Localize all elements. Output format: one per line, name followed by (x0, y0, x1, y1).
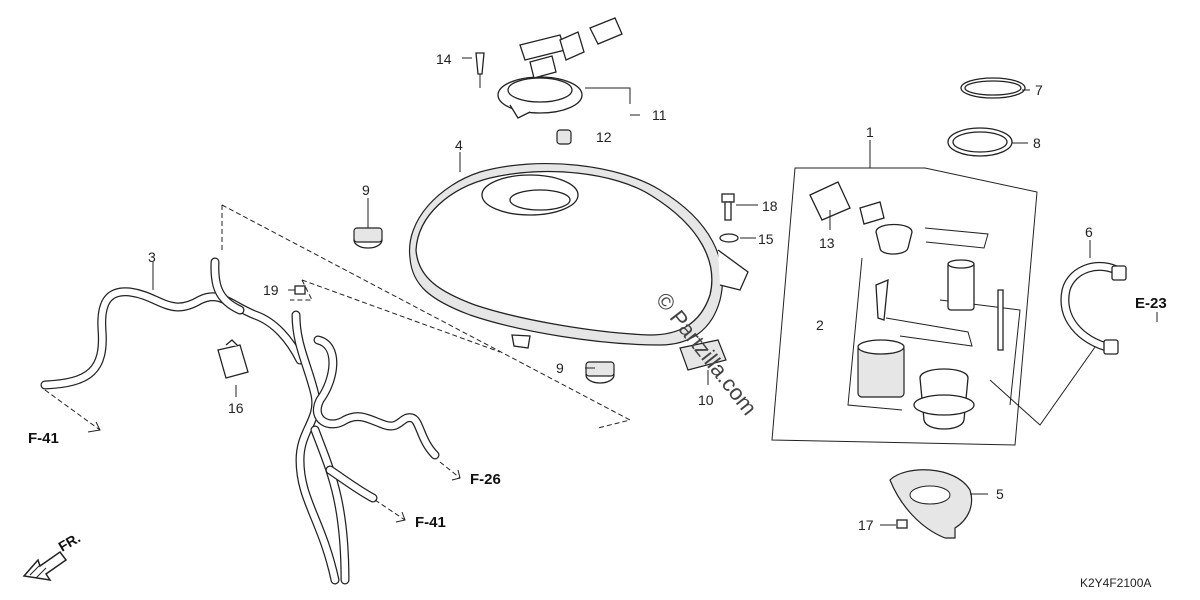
fuel-pump-o-ring-upper[interactable] (960, 77, 1026, 99)
part-number-14: 14 (436, 51, 452, 67)
ref-code-f41-left: F-41 (28, 430, 59, 447)
ref-code-f26: F-26 (470, 471, 501, 488)
part-number-5: 5 (996, 486, 1004, 502)
part-number-2: 2 (816, 317, 824, 333)
part-number-13: 13 (819, 235, 835, 251)
fuel-pump-nut[interactable] (896, 519, 908, 529)
part-number-11: 11 (652, 107, 667, 123)
leader-lines (152, 57, 1158, 526)
part-number-8: 8 (1033, 135, 1041, 151)
fuel-tank[interactable] (408, 162, 749, 349)
part-number-1: 1 (866, 124, 874, 140)
cap-screw[interactable] (475, 52, 485, 75)
fuel-pump-assembly[interactable] (857, 259, 1004, 430)
breather-tube-assembly[interactable] (40, 257, 440, 585)
reference-arrows (44, 389, 461, 523)
part-number-9-upper: 9 (362, 182, 370, 198)
part-number-9-lower: 9 (556, 360, 564, 376)
hose-holder[interactable] (217, 339, 249, 379)
part-number-12: 12 (596, 129, 612, 145)
fuel-pump-connector[interactable] (809, 181, 913, 255)
part-number-17: 17 (858, 517, 874, 533)
part-number-15: 15 (758, 231, 774, 247)
fuel-feed-hose[interactable] (1060, 261, 1127, 355)
part-number-10: 10 (698, 392, 714, 408)
ref-code-f41-bottom: F-41 (415, 514, 446, 531)
front-direction-label: FR. (56, 529, 84, 554)
tank-washer[interactable] (719, 233, 739, 243)
hose-clip[interactable] (294, 285, 306, 295)
part-number-4: 4 (455, 137, 463, 153)
tank-grommet-lower[interactable] (585, 361, 615, 384)
part-number-19: 19 (263, 282, 279, 298)
tank-bolt[interactable] (721, 193, 735, 221)
part-number-6: 6 (1085, 224, 1093, 240)
cap-seal[interactable] (556, 129, 572, 145)
part-number-3: 3 (148, 249, 156, 265)
front-direction-arrow (22, 550, 68, 582)
ref-code-e23: E-23 (1135, 295, 1167, 312)
fuel-pump-set-plate[interactable] (889, 469, 973, 539)
fuel-cap-assembly[interactable] (497, 17, 623, 119)
diagram-id: K2Y4F2100A (1080, 576, 1151, 590)
fuel-pump-o-ring-lower[interactable] (947, 127, 1013, 157)
tank-grommet-upper[interactable] (353, 227, 383, 249)
part-number-16: 16 (228, 400, 244, 416)
tank-rubber-mount[interactable] (679, 339, 727, 371)
part-number-7: 7 (1035, 82, 1043, 98)
part-number-18: 18 (762, 198, 778, 214)
tank-group-outline (221, 204, 632, 429)
